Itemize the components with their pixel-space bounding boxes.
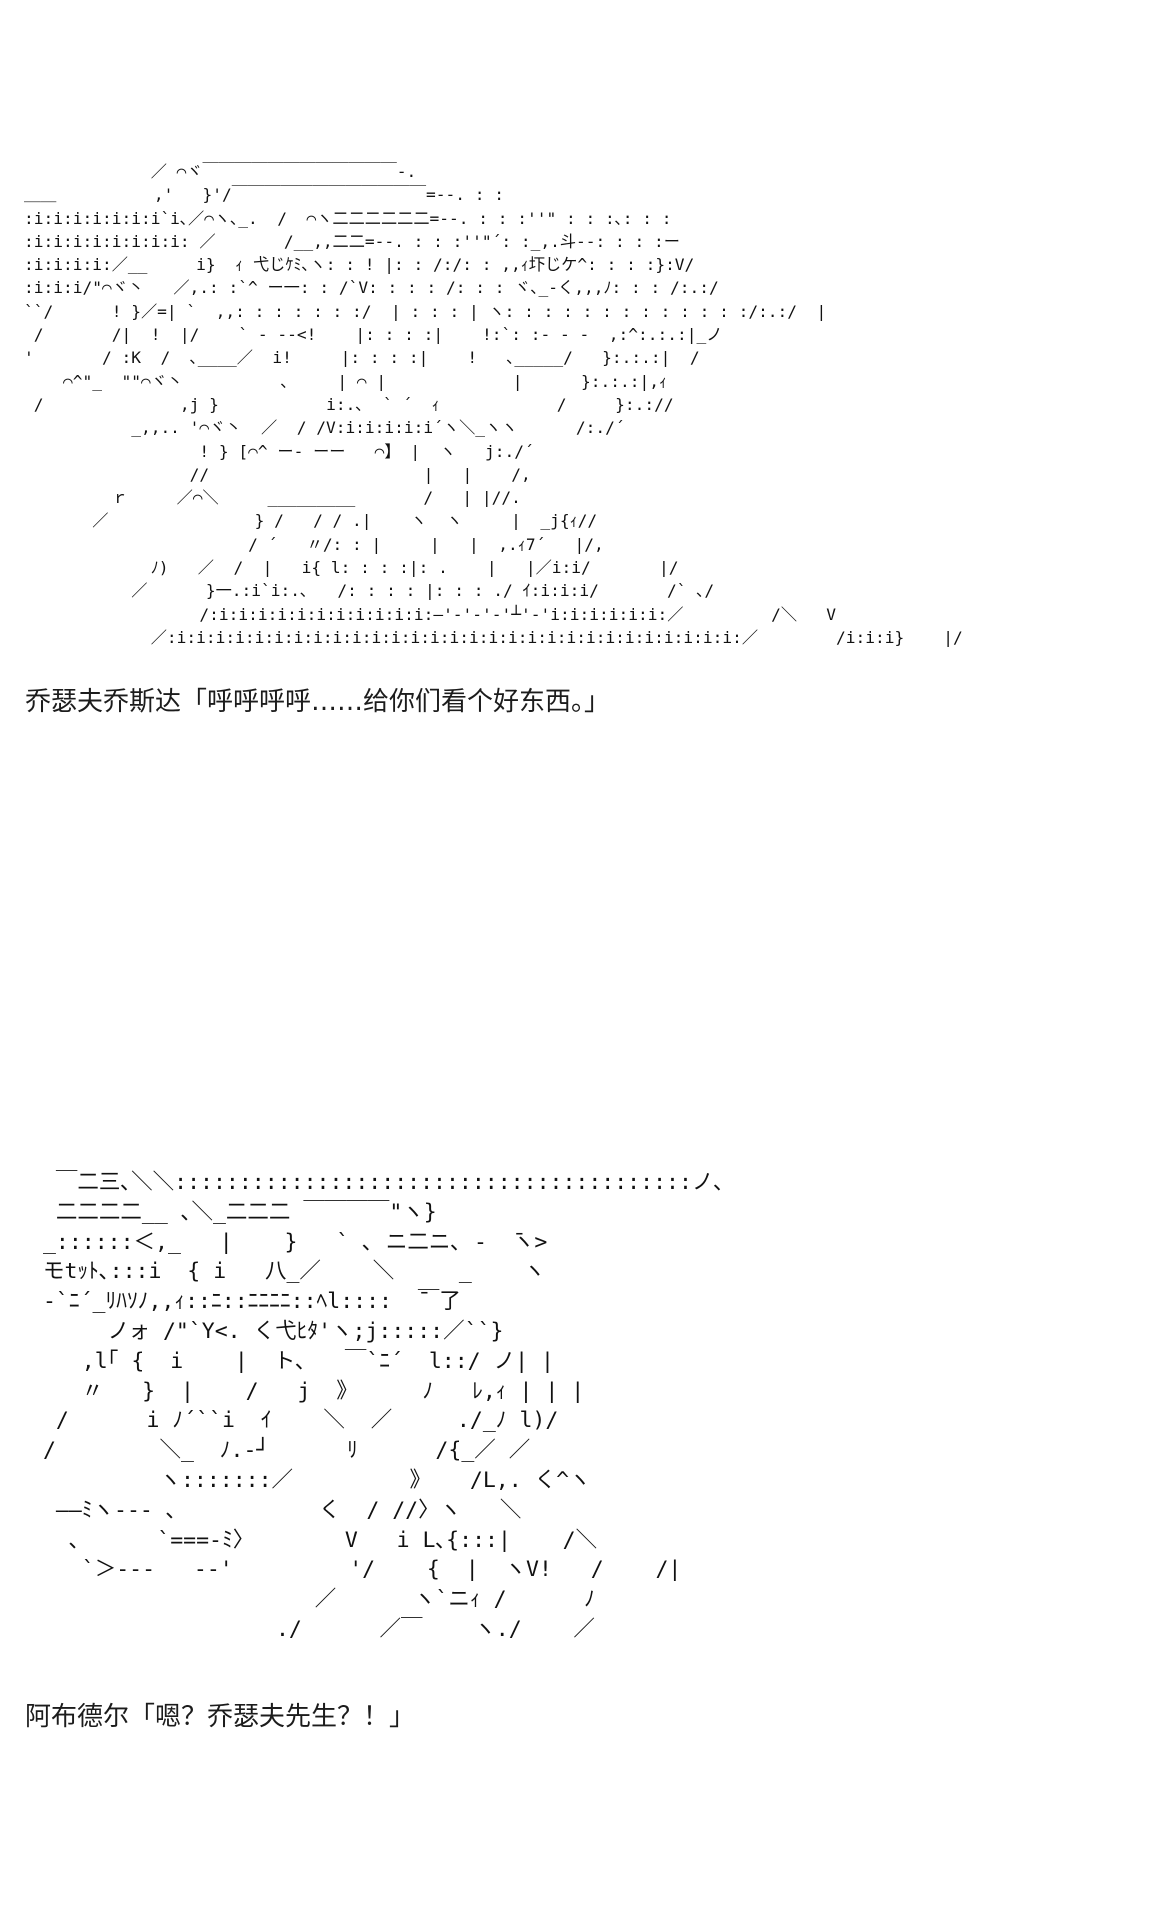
- ascii-art-avdol: ￣二三､＼＼::::::::::::::::::::::::::::::::::…: [42, 1170, 725, 1642]
- dialogue-caption-joseph: 乔瑟夫乔斯达「呼呼呼呼……给你们看个好东西。」: [25, 687, 611, 717]
- ascii-art-joseph: ／ ⌒ヾ￣￣￣￣￣￣￣￣￣￣￣￣‐. ＿＿ ,' }'/￣￣￣￣￣￣￣￣￣￣￣￣…: [24, 162, 963, 647]
- dialogue-caption-avdol: 阿布德尔「嗯？乔瑟夫先生？！」: [25, 1702, 416, 1732]
